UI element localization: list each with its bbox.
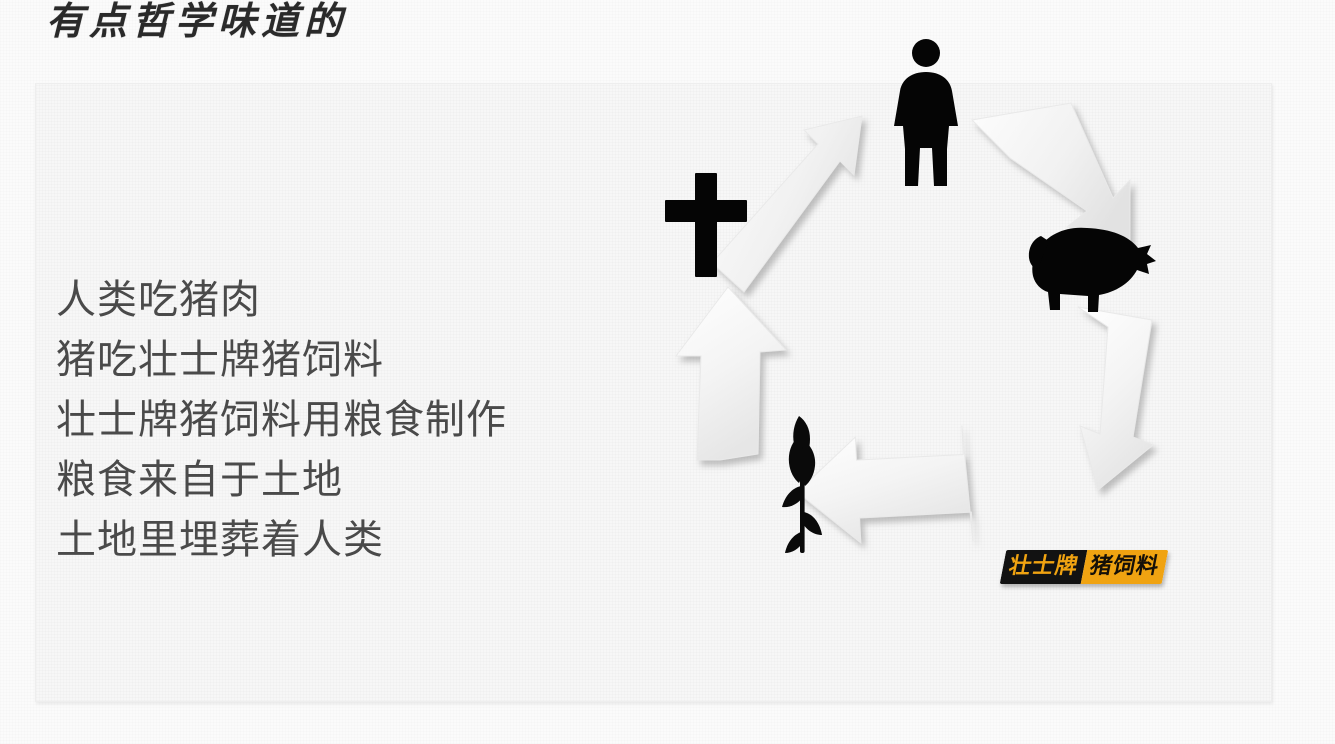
cross-icon (665, 173, 747, 277)
cycle-diagram (600, 20, 1220, 610)
cycle-diagram-svg (665, 39, 1156, 553)
feed-brand-part: 壮士牌 (999, 550, 1088, 584)
body-line-3: 壮士牌猪饲料用粮食制作 (56, 397, 507, 443)
person-icon (894, 39, 958, 186)
body-line-1: 人类吃猪肉 (56, 277, 261, 323)
feed-brand-label: 壮士牌 猪饲料 (999, 550, 1169, 584)
arrow-grave-to-human (711, 115, 863, 293)
body-line-4: 粮食来自于土地 (56, 457, 343, 503)
body-text-block: 人类吃猪肉 猪吃壮士牌猪饲料 壮士牌猪饲料用粮食制作 粮食来自于土地 土地里埋葬… (56, 270, 676, 570)
arrow-human-to-pig (970, 102, 1131, 249)
feed-product-part: 猪饲料 (1080, 550, 1169, 584)
page-title: 有点哲学味道的 (46, 1, 348, 43)
arrow-pig-to-feed (1077, 306, 1154, 491)
wheat-icon (782, 416, 822, 553)
arrow-feed-to-grain (796, 425, 974, 545)
pig-icon (1028, 227, 1156, 312)
body-line-2: 猪吃壮士牌猪饲料 (56, 337, 384, 383)
arrow-grain-to-grave (674, 286, 788, 461)
body-line-5: 土地里埋葬着人类 (56, 517, 384, 563)
